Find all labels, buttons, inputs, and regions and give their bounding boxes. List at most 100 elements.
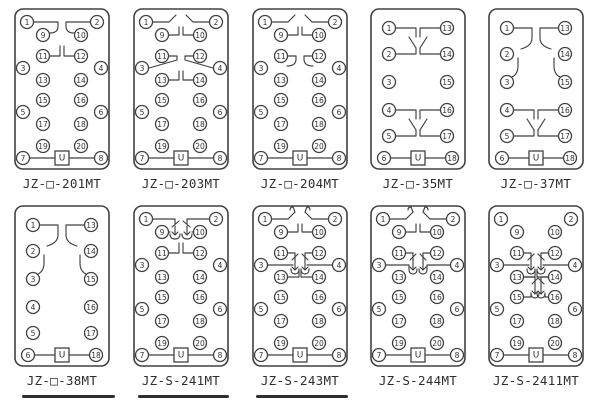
terminal-circle [311, 48, 327, 64]
contact-wire [422, 252, 432, 258]
terminal-circle [154, 269, 170, 285]
terminal-19: 19 [273, 138, 289, 154]
terminal-circle [154, 116, 170, 132]
terminal-number: 20 [314, 339, 324, 348]
terminal-5: 5 [15, 104, 31, 120]
terminal-6: 6 [20, 347, 36, 363]
terminal-circle [429, 335, 445, 351]
terminal-number: 13 [560, 24, 570, 33]
terminal-circle [381, 102, 397, 118]
contact-wire [291, 266, 299, 271]
terminal-circle [20, 347, 36, 363]
coil-u-label: U [297, 351, 304, 361]
terminal-circle [253, 104, 269, 120]
contact-wire [388, 211, 414, 220]
terminal-20: 20 [547, 335, 563, 351]
terminal-1: 1 [375, 211, 391, 227]
terminal-circle [499, 46, 515, 62]
terminal-number: 19 [157, 142, 167, 151]
terminal-number: 7 [140, 351, 145, 360]
terminal-circle [449, 301, 465, 317]
contact-wire [408, 118, 417, 131]
terminal-circle [89, 14, 105, 30]
terminal-2: 2 [208, 211, 224, 227]
terminal-circle [557, 46, 573, 62]
terminal-number: 12 [76, 52, 86, 61]
terminal-18: 18 [311, 116, 327, 132]
contact-wire [270, 14, 296, 23]
contact-wire [300, 268, 314, 278]
terminal-number: 12 [314, 52, 324, 61]
contact-wire [182, 26, 195, 36]
contact-wire [424, 206, 429, 211]
terminal-number: 10 [550, 228, 560, 237]
terminal-circle [311, 289, 327, 305]
terminal-number: 16 [195, 96, 205, 105]
terminal-circle [154, 224, 170, 240]
terminal-number: 5 [377, 305, 382, 314]
terminal-number: 1 [144, 215, 149, 224]
contact-wire [394, 109, 417, 120]
terminal-4: 4 [499, 102, 515, 118]
terminal-circle [391, 335, 407, 351]
terminal-circle [327, 211, 343, 227]
terminal-1: 1 [381, 20, 397, 36]
terminal-circle [376, 150, 392, 166]
terminal-16: 16 [547, 289, 563, 305]
terminal-circle [35, 48, 51, 64]
terminal-number: 13 [38, 76, 48, 85]
contact-wire [539, 27, 560, 50]
terminal-circle [134, 347, 150, 363]
terminal-number: 20 [432, 339, 442, 348]
contact-wire [419, 118, 428, 131]
terminal-number: 2 [505, 50, 510, 59]
terminal-number: 5 [505, 132, 510, 141]
terminal-number: 9 [279, 31, 284, 40]
terminal-14: 14 [547, 269, 563, 285]
terminal-13: 13 [557, 20, 573, 36]
terminal-17: 17 [154, 313, 170, 329]
terminal-number: 18 [447, 154, 457, 163]
diagram-label: JZ-S-241MT [141, 373, 221, 388]
terminal-13: 13 [439, 20, 455, 36]
contact-wire [553, 57, 561, 78]
terminal-14: 14 [557, 46, 573, 62]
terminal-circle [192, 313, 208, 329]
terminal-circle [35, 116, 51, 132]
terminal-12: 12 [73, 48, 89, 64]
terminal-17: 17 [439, 128, 455, 144]
contact-wire [151, 218, 176, 225]
terminal-number: 17 [157, 317, 167, 326]
terminal-number: 13 [157, 273, 167, 282]
terminal-15: 15 [273, 289, 289, 305]
terminal-6: 6 [376, 150, 392, 166]
coil-u-label: U [297, 154, 304, 164]
terminal-circle [19, 14, 35, 30]
terminal-number: 9 [515, 228, 520, 237]
terminal-circle [35, 27, 51, 43]
terminal-18: 18 [311, 313, 327, 329]
terminal-number: 19 [394, 339, 404, 348]
terminal-number: 12 [314, 249, 324, 258]
terminal-9: 9 [273, 27, 289, 43]
terminal-number: 2 [333, 18, 338, 27]
contact-wire [304, 206, 308, 213]
terminal-number: 17 [276, 120, 286, 129]
terminal-circle [375, 211, 391, 227]
terminal-4: 4 [381, 102, 397, 118]
terminal-15: 15 [35, 92, 51, 108]
terminal-circle [439, 102, 455, 118]
terminal-circle [138, 14, 154, 30]
terminal-14: 14 [83, 243, 99, 259]
terminal-number: 3 [31, 275, 36, 284]
terminal-number: 7 [21, 154, 26, 163]
terminal-16: 16 [192, 92, 208, 108]
terminal-circle [547, 269, 563, 285]
terminal-13: 13 [83, 217, 99, 233]
terminal-circle [429, 313, 445, 329]
terminal-circle [557, 20, 573, 36]
